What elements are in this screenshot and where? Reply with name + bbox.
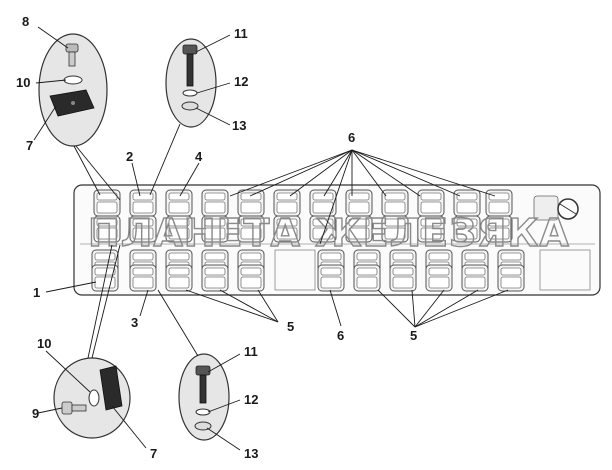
washer-icon [195,408,211,416]
callout-12-bottom: 12 [244,392,258,407]
callout-10-bottom: 10 [37,336,51,351]
callout-13: 13 [232,118,246,133]
washer-icon [63,75,83,85]
callout-7-bottom: 7 [150,446,157,461]
washer-icon [182,89,198,97]
bolt-icon [195,365,211,404]
callout-10: 10 [16,75,30,90]
bolt-icon [182,44,198,87]
watermark: ПЛАНЕТА ЖЕЛЕЗЯКА [88,211,570,255]
callout-8: 8 [22,14,29,29]
callout-4: 4 [195,149,203,164]
callout-12: 12 [234,74,248,89]
detail-bottom-left [53,357,131,439]
callout-13-bottom: 13 [244,446,258,461]
washer-icon [88,389,100,407]
detail-top-mid [165,38,217,128]
callout-6-top: 6 [348,130,355,145]
callout-3: 3 [131,315,138,330]
callout-9: 9 [32,406,39,421]
callout-11-bottom: 11 [244,344,258,359]
callout-7: 7 [26,138,33,153]
bolt-icon [65,43,79,67]
detail-top-left [38,33,108,147]
callout-5-left: 5 [287,319,294,334]
detail-bottom-mid [178,353,230,441]
callout-labels: 8 10 7 11 12 13 2 4 6 1 3 5 6 5 10 9 7 1… [16,14,417,461]
callout-5-right: 5 [410,328,417,343]
washer-icon [181,101,199,111]
callout-6-bottom: 6 [337,328,344,343]
steering-wheel-icon [557,198,579,220]
callout-11: 11 [234,26,248,41]
plate-icon [99,365,123,411]
leader-lines [33,26,509,451]
callout-1: 1 [33,285,40,300]
callout-2: 2 [126,149,133,164]
